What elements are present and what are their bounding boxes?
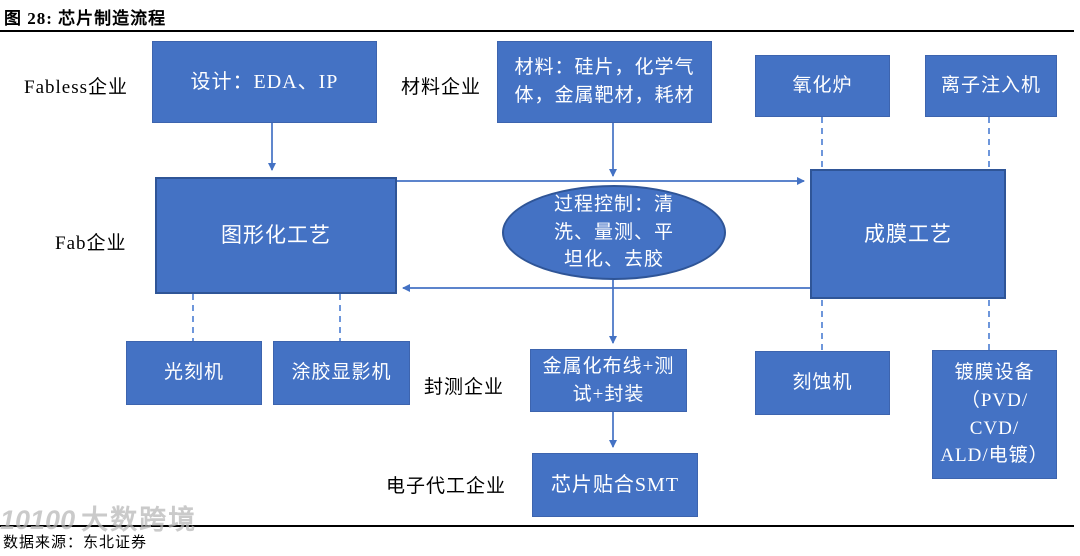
data-source: 数据来源：东北证券: [3, 535, 148, 551]
node-film-deposition-label: 成膜工艺: [864, 221, 952, 246]
node-oxidation-furnace-label: 氧化炉: [792, 75, 853, 97]
node-lithography-machine: 光刻机: [126, 341, 262, 405]
figure-title: 图 28: 芯片制造流程: [4, 9, 167, 28]
node-metallization-label: 金属化布线+测 试+封装: [542, 355, 675, 405]
node-etcher: 刻蚀机: [755, 351, 890, 415]
node-etcher-label: 刻蚀机: [792, 372, 853, 394]
node-patterning: 图形化工艺: [155, 177, 397, 294]
dashed-connectors: [192, 117, 990, 351]
node-design-label: 设计：EDA、IP: [190, 70, 339, 93]
node-coating-equipment-label: 镀膜设备 （PVD/ CVD/ ALD/电镀）: [940, 362, 1049, 467]
node-metallization: 金属化布线+测 试+封装: [530, 349, 687, 412]
node-lithography-machine-label: 光刻机: [163, 362, 224, 384]
node-design: 设计：EDA、IP: [152, 41, 377, 123]
row-label-ems: 电子代工企业: [386, 476, 507, 497]
row-label-materials: 材料企业: [401, 77, 482, 98]
node-ion-implanter: 离子注入机: [925, 55, 1057, 117]
node-ion-implanter-label: 离子注入机: [940, 75, 1041, 97]
watermark-text: 大数跨境: [81, 505, 198, 535]
bottom-rule: [0, 525, 1074, 527]
node-smt: 芯片贴合SMT: [532, 453, 698, 517]
row-label-fab: Fab企业: [55, 233, 127, 254]
node-patterning-label: 图形化工艺: [221, 223, 331, 248]
node-materials-label: 材料：硅片，化学气 体，金属靶材，耗材: [514, 57, 695, 106]
node-process-control-label: 过程控制：清 洗、量测、平 坦化、去胶: [553, 194, 674, 271]
node-coater-developer: 涂胶显影机: [273, 341, 410, 405]
node-oxidation-furnace: 氧化炉: [755, 55, 890, 117]
node-coater-developer-label: 涂胶显影机: [291, 362, 392, 384]
node-film-deposition: 成膜工艺: [810, 169, 1006, 299]
solid-connectors: [268, 123, 810, 448]
row-label-packaging-test: 封测企业: [424, 377, 505, 398]
title-underline: [0, 30, 1074, 32]
node-smt-label: 芯片贴合SMT: [550, 473, 680, 496]
node-materials: 材料：硅片，化学气 体，金属靶材，耗材: [497, 41, 712, 123]
row-label-fabless: Fabless企业: [24, 77, 129, 98]
watermark-logo: 10100: [0, 505, 76, 535]
node-coating-equipment: 镀膜设备 （PVD/ CVD/ ALD/电镀）: [932, 350, 1057, 479]
node-process-control: 过程控制：清 洗、量测、平 坦化、去胶: [502, 185, 726, 280]
